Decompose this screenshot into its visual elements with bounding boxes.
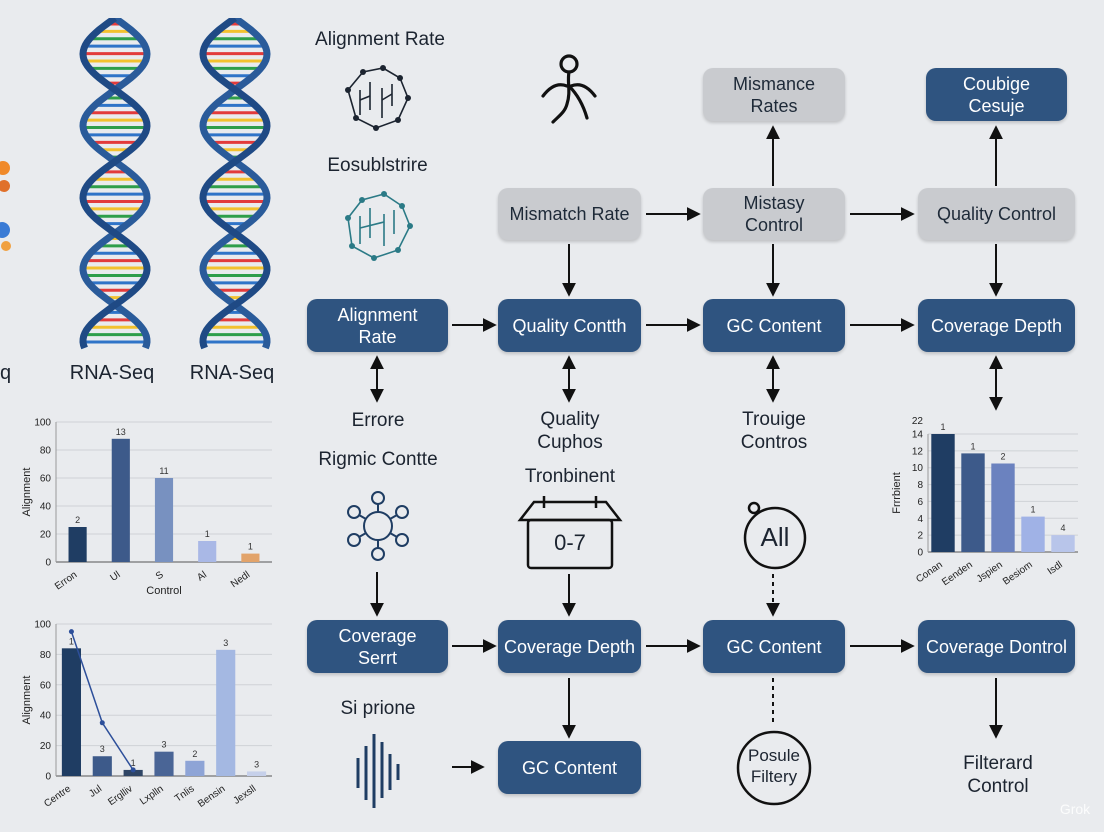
bar xyxy=(154,752,173,776)
y-tick-label: 60 xyxy=(40,474,52,485)
bar xyxy=(247,771,266,776)
y-tick-label: 40 xyxy=(40,502,52,513)
bar xyxy=(155,478,173,562)
bar xyxy=(241,554,259,562)
bar xyxy=(185,761,204,776)
y-tick-label: 10 xyxy=(912,463,924,474)
data-label: 2 xyxy=(1000,452,1005,462)
x-tick-label: Nedl xyxy=(229,569,252,590)
x-tick-label: Erron xyxy=(53,569,79,592)
trend-point xyxy=(131,767,136,772)
y-tick-label: 60 xyxy=(40,680,52,691)
bar xyxy=(216,650,235,776)
x-tick-label: Al xyxy=(195,569,209,583)
x-tick-label: Tnlis xyxy=(173,783,197,804)
data-label: 3 xyxy=(254,759,259,769)
bar xyxy=(112,439,130,562)
trend-point xyxy=(100,720,105,725)
bar xyxy=(931,434,954,552)
bar xyxy=(991,464,1014,553)
y-tick-label: 20 xyxy=(40,530,52,541)
y-tick-label: 0 xyxy=(45,772,51,783)
x-tick-label: Eenden xyxy=(940,559,975,588)
x-tick-label: Erglliv xyxy=(106,783,135,808)
x-tick-label: Isdl xyxy=(1046,559,1065,577)
bar xyxy=(62,648,81,776)
x-tick-label: Besiom xyxy=(1001,559,1035,587)
data-label: 4 xyxy=(1060,523,1065,533)
y-tick-label: 0 xyxy=(45,558,51,569)
y-tick-label: 22 xyxy=(912,416,924,427)
data-label: 1 xyxy=(248,542,253,552)
y-tick-label: 12 xyxy=(912,446,924,457)
data-label: 11 xyxy=(159,466,168,476)
bar-chart-alignment-2: 0204060801001Centre3Jul1Erglliv3Lxplln2T… xyxy=(18,612,280,820)
y-tick-label: 100 xyxy=(34,620,51,631)
y-tick-label: 8 xyxy=(917,480,923,491)
data-label: 13 xyxy=(116,427,126,437)
y-axis-title: Alignment xyxy=(21,676,33,725)
y-tick-label: 2 xyxy=(917,531,923,542)
x-tick-label: Ul xyxy=(108,569,122,583)
y-axis-title: Frrrbient xyxy=(891,472,903,514)
y-axis-title: Alignment xyxy=(21,468,33,517)
data-label: 2 xyxy=(75,515,80,525)
y-tick-label: 40 xyxy=(40,711,52,722)
x-tick-label: Lxplln xyxy=(138,783,166,807)
y-tick-label: 4 xyxy=(917,514,923,525)
x-tick-label: Bensin xyxy=(196,783,227,810)
x-tick-label: Jspien xyxy=(975,559,1005,585)
data-label: 3 xyxy=(161,740,166,750)
data-label: 2 xyxy=(192,749,197,759)
data-label: 3 xyxy=(223,638,228,648)
y-tick-label: 20 xyxy=(40,741,52,752)
x-tick-label: S xyxy=(154,569,166,582)
bar xyxy=(1051,535,1074,552)
bar xyxy=(198,541,216,562)
data-label: 1 xyxy=(1030,505,1035,515)
x-tick-label: Centre xyxy=(42,783,73,809)
data-label: 1 xyxy=(940,422,945,432)
y-tick-label: 6 xyxy=(917,497,923,508)
x-tick-label: Jexsll xyxy=(231,783,258,806)
y-tick-label: 14 xyxy=(912,430,924,441)
y-tick-label: 80 xyxy=(40,446,52,457)
x-axis-title: Control xyxy=(146,585,181,597)
x-tick-label: Jul xyxy=(87,783,104,799)
y-tick-label: 100 xyxy=(34,418,51,429)
y-tick-label: 80 xyxy=(40,650,52,661)
data-label: 3 xyxy=(100,744,105,754)
bar xyxy=(69,527,87,562)
bar xyxy=(961,453,984,552)
x-tick-label: Conan xyxy=(914,559,944,585)
bar xyxy=(1021,517,1044,552)
data-label: 1 xyxy=(970,441,975,451)
data-label: 1 xyxy=(205,529,210,539)
trend-point xyxy=(69,629,74,634)
bar xyxy=(93,756,112,776)
y-tick-label: 0 xyxy=(917,548,923,559)
